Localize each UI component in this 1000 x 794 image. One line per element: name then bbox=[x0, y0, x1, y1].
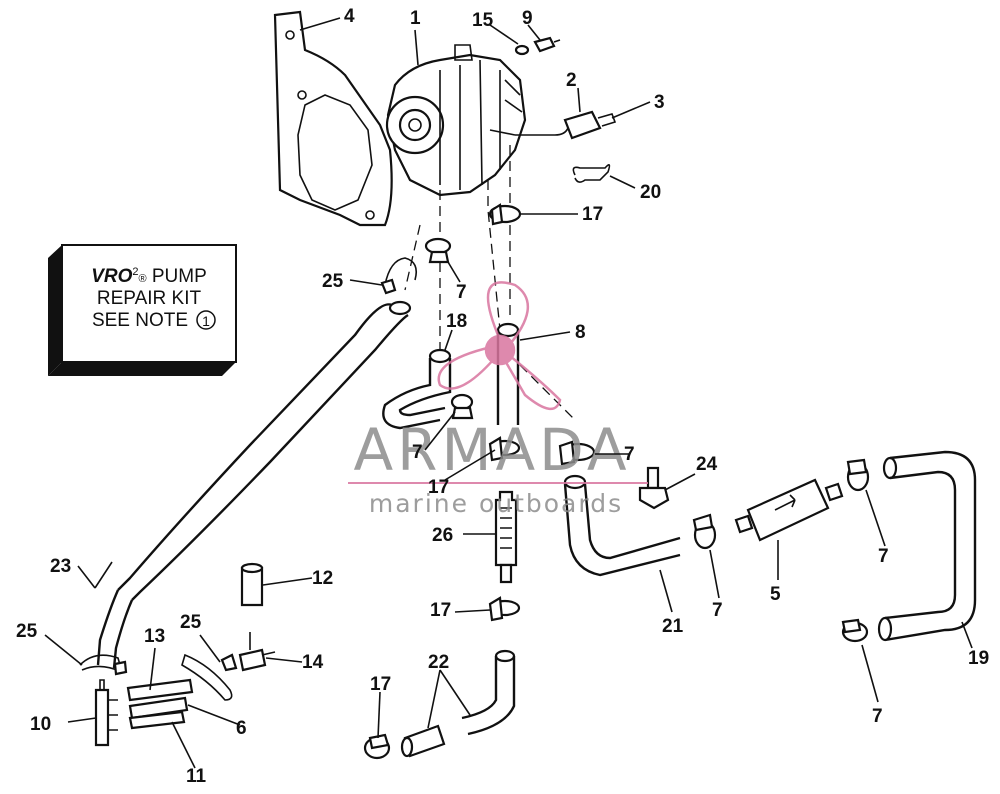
callout-7-elbow: 7 bbox=[412, 442, 423, 463]
callout-7-filter-top: 7 bbox=[878, 546, 889, 567]
callout-14: 14 bbox=[302, 652, 324, 673]
watermark-rule bbox=[348, 482, 648, 484]
callout-25-left: 25 bbox=[16, 621, 38, 642]
callout-6: 6 bbox=[236, 718, 247, 739]
callout-11: 11 bbox=[186, 766, 207, 787]
repair-kit-box: VRO2® PUMP REPAIR KIT SEE NOTE 1 bbox=[48, 244, 237, 376]
callout-22: 22 bbox=[428, 652, 449, 673]
callout-20: 20 bbox=[640, 182, 661, 203]
t-fitting-14 bbox=[238, 632, 276, 672]
kit-brand: VRO bbox=[91, 266, 132, 287]
callout-9: 9 bbox=[522, 8, 533, 29]
callout-7-top: 7 bbox=[456, 282, 467, 303]
callout-17-bottom: 17 bbox=[370, 674, 391, 695]
clamp-17-lower bbox=[488, 596, 521, 622]
leader-lines bbox=[44, 17, 973, 769]
inline-screen-filter bbox=[494, 490, 518, 584]
callout-21: 21 bbox=[662, 616, 684, 637]
callout-1: 1 bbox=[410, 8, 421, 29]
clamp-7-filter-top bbox=[846, 458, 870, 492]
callout-7-hose21: 7 bbox=[712, 600, 723, 621]
callout-10: 10 bbox=[30, 714, 51, 735]
mounting-plate bbox=[273, 10, 393, 227]
fuel-fitting bbox=[515, 110, 617, 140]
callout-2: 2 bbox=[566, 70, 577, 91]
callout-8: 8 bbox=[575, 322, 586, 343]
callout-15: 15 bbox=[472, 10, 494, 31]
callout-17-lower: 17 bbox=[430, 600, 451, 621]
callout-3: 3 bbox=[654, 92, 665, 113]
note-circle-icon bbox=[196, 310, 216, 330]
clamp-7-right bbox=[558, 440, 596, 466]
clamp-upper-17 bbox=[488, 203, 522, 226]
callout-25-top: 25 bbox=[322, 271, 344, 292]
svg-text:VRO2® PUMP: VRO2® PUMP bbox=[91, 266, 207, 287]
callout-5: 5 bbox=[770, 584, 781, 605]
fuel-pump bbox=[385, 44, 527, 197]
callout-26: 26 bbox=[432, 525, 453, 546]
propeller-logo-icon bbox=[437, 281, 562, 410]
screw bbox=[533, 36, 561, 53]
callout-24: 24 bbox=[696, 454, 718, 475]
callout-7-filter-bottom: 7 bbox=[872, 706, 883, 727]
kit-brand-sup: 2 bbox=[132, 266, 138, 278]
wire-clip bbox=[572, 164, 611, 183]
short-hose-elbow bbox=[461, 649, 516, 736]
fuel-filter bbox=[734, 478, 844, 542]
elbow-hose bbox=[382, 348, 452, 430]
fitting-12 bbox=[240, 562, 264, 607]
clamp-25-lower bbox=[181, 653, 238, 701]
long-fuel-hose bbox=[96, 300, 412, 669]
callout-25-lower: 25 bbox=[180, 612, 202, 633]
kit-title: PUMP bbox=[147, 266, 207, 287]
clamp-17-bottom bbox=[363, 733, 391, 760]
callout-17-top: 17 bbox=[582, 204, 603, 225]
connector-24 bbox=[638, 466, 670, 510]
callout-4: 4 bbox=[344, 6, 355, 27]
fuel-hose-19 bbox=[877, 450, 977, 642]
hose-clamp-upper bbox=[380, 257, 418, 295]
callout-12: 12 bbox=[312, 568, 333, 589]
callout-17-middle: 17 bbox=[428, 477, 449, 498]
washer bbox=[514, 44, 530, 56]
clamp-7-filter-bottom bbox=[841, 618, 869, 643]
kit-note-number: 1 bbox=[202, 313, 210, 329]
assembly-lines bbox=[404, 145, 576, 421]
callout-labels: 4 1 15 9 2 3 20 17 25 7 18 8 7 7 24 17 2… bbox=[16, 6, 989, 787]
clamp-17-middle bbox=[488, 436, 521, 462]
clamp-upper-7 bbox=[424, 237, 452, 264]
callout-19: 19 bbox=[968, 648, 989, 669]
callout-23: 23 bbox=[50, 556, 71, 577]
kit-subtitle: REPAIR KIT bbox=[97, 288, 202, 309]
kit-note-text: SEE NOTE bbox=[92, 310, 188, 331]
short-hose-straight bbox=[400, 724, 446, 758]
callout-7-right: 7 bbox=[624, 444, 635, 465]
clamp-25-left bbox=[79, 654, 128, 676]
manifold-10 bbox=[94, 679, 118, 747]
callout-13: 13 bbox=[144, 626, 165, 647]
clamp-7-elbow bbox=[450, 393, 474, 420]
hose-pieces-13-6-11 bbox=[126, 678, 194, 730]
watermark: ARMADA marine outboards bbox=[348, 281, 648, 518]
clamp-7-hose21 bbox=[692, 513, 717, 550]
kit-brand-reg: ® bbox=[139, 273, 147, 285]
watermark-tagline: marine outboards bbox=[369, 489, 623, 518]
watermark-brand: ARMADA bbox=[353, 416, 630, 484]
callout-18: 18 bbox=[446, 311, 467, 332]
